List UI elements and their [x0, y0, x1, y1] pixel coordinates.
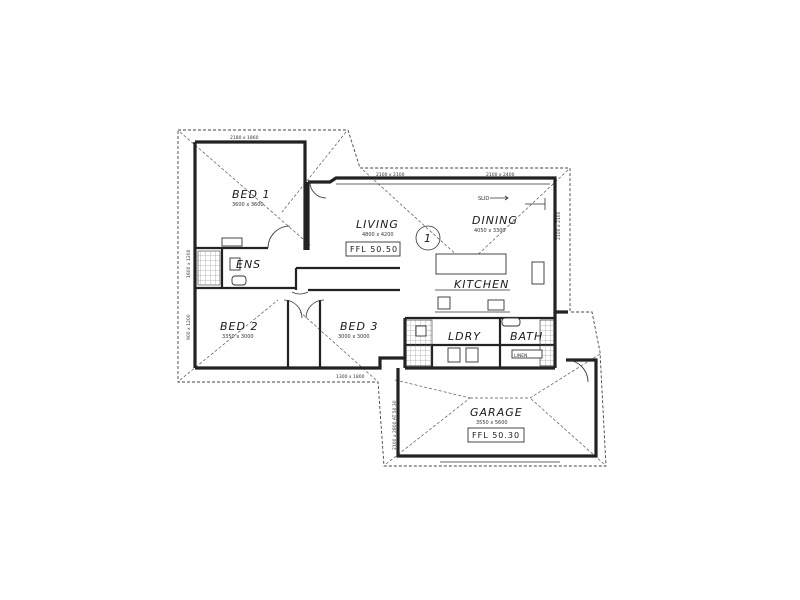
garage-ffl-box	[467, 427, 525, 443]
ensuite-vanity	[231, 275, 247, 286]
kitchen-sink	[437, 296, 451, 310]
bath-tiles	[539, 319, 555, 367]
laundry-tub	[447, 347, 461, 363]
bath-basin	[501, 317, 521, 327]
living-ffl-box	[345, 241, 401, 257]
reference-circle-mark: 1	[424, 232, 432, 245]
room-label-bed2: BED 2	[220, 320, 258, 333]
room-size-garage: 3550 x 5600	[476, 420, 508, 426]
window-tag-dining-right: 2100 x 2100	[556, 211, 562, 240]
room-label-living: LIVING	[356, 218, 399, 231]
roof-outline	[177, 129, 607, 467]
room-size-bed1: 3600 x 3600	[232, 202, 264, 208]
bathtub	[511, 349, 543, 359]
room-size-bed3: 3000 x 3000	[338, 334, 370, 340]
bed1-door-swing	[267, 225, 291, 249]
doors	[267, 181, 589, 383]
room-label-kitchen: KITCHEN	[454, 278, 509, 291]
room-size-living: 4800 x 4200	[362, 232, 394, 238]
ensuite-wc	[229, 257, 241, 271]
room-label-garage: GARAGE	[470, 406, 523, 419]
window-tag-garage-left: 2100 x 2800 AT 50.30	[392, 400, 398, 450]
bed1-robe	[221, 237, 243, 247]
window-tag-dining-top: 2100 x 2400	[486, 172, 515, 178]
kitchen-island	[435, 253, 507, 275]
laundry-cupboard	[415, 325, 427, 337]
living-ffl-label: FFL 50.50	[350, 245, 398, 254]
garage-ffl-label: FFL 50.30	[472, 431, 520, 440]
room-size-dining: 4050 x 3300	[474, 228, 506, 234]
fridge-space	[531, 261, 545, 285]
room-label-ldry: LDRY	[448, 330, 481, 343]
room-label-bed3: BED 3	[340, 320, 378, 333]
window-tag-left-mid: 1600 x 1200	[186, 249, 192, 278]
window-tag-bed1-top: 2180 x 1860	[230, 135, 259, 141]
room-label-bath: BATH	[510, 330, 543, 343]
room-label-dining: DINING	[472, 214, 518, 227]
washer	[465, 347, 479, 363]
reference-circle	[415, 225, 441, 251]
ensuite-shower-tiles	[197, 250, 221, 286]
room-label-bed1: BED 1	[232, 188, 270, 201]
slid-label: SLID	[478, 196, 489, 202]
bed3-door-swing	[305, 299, 325, 319]
window-tag-left-low: 900 x 1200	[186, 314, 192, 340]
window-tag-living-top: 2100 x 2100	[376, 172, 405, 178]
bed2-door-swing	[283, 299, 303, 319]
window-tag-bed2-bottom: 1300 x 1800	[336, 374, 365, 380]
room-label-ens: ENS	[236, 258, 261, 271]
hall-door-arc	[291, 291, 309, 295]
cooktop	[487, 299, 505, 311]
entry-door-swing	[309, 181, 327, 199]
garage-door-swing	[565, 359, 589, 383]
linen-tag: LINEN	[514, 353, 527, 359]
exterior-walls	[193, 140, 598, 458]
room-size-bed2: 3350 x 3000	[222, 334, 254, 340]
fixtures	[197, 183, 560, 463]
